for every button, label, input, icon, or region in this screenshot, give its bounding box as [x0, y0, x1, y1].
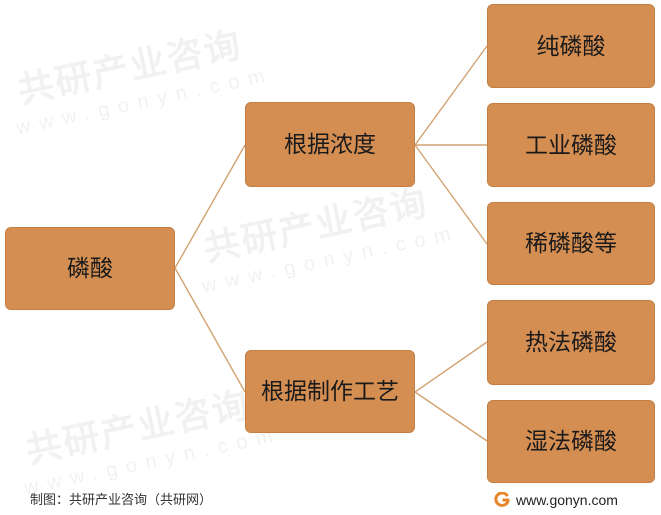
leaf-node-label: 工业磷酸	[525, 131, 617, 158]
leaf-node: 稀磷酸等	[487, 202, 655, 285]
leaf-node: 工业磷酸	[487, 103, 655, 187]
branch-node-label: 根据浓度	[284, 131, 376, 157]
connector-process-to-leaf-1	[414, 341, 488, 393]
leaf-node-label: 稀磷酸等	[525, 230, 617, 256]
leaf-node: 热法磷酸	[487, 300, 655, 385]
leaf-node-label: 纯磷酸	[536, 32, 606, 59]
gonyn-logo-icon	[494, 491, 510, 508]
branch-node-concentration: 根据浓度	[245, 102, 415, 187]
connector-root-to-concentration	[174, 144, 246, 269]
root-node: 磷酸	[5, 227, 175, 310]
connector-root-to-process	[174, 267, 246, 393]
website-url: www.gonyn.com	[516, 492, 618, 508]
connector-process-to-leaf-2	[414, 391, 488, 442]
branch-node-label: 根据制作工艺	[261, 378, 399, 404]
website-credit: www.gonyn.com	[494, 490, 618, 510]
leaf-node: 纯磷酸	[487, 4, 655, 88]
connector-concentration-to-leaf-3	[414, 144, 488, 245]
connector-concentration-to-leaf-1	[414, 45, 488, 146]
leaf-node-label: 热法磷酸	[525, 329, 617, 355]
branch-node-process: 根据制作工艺	[245, 350, 415, 433]
source-caption: 制图：共研产业咨询（共研网）	[30, 492, 213, 507]
leaf-node: 湿法磷酸	[487, 400, 655, 483]
root-node-label: 磷酸	[67, 255, 113, 281]
leaf-node-label: 湿法磷酸	[525, 428, 617, 454]
